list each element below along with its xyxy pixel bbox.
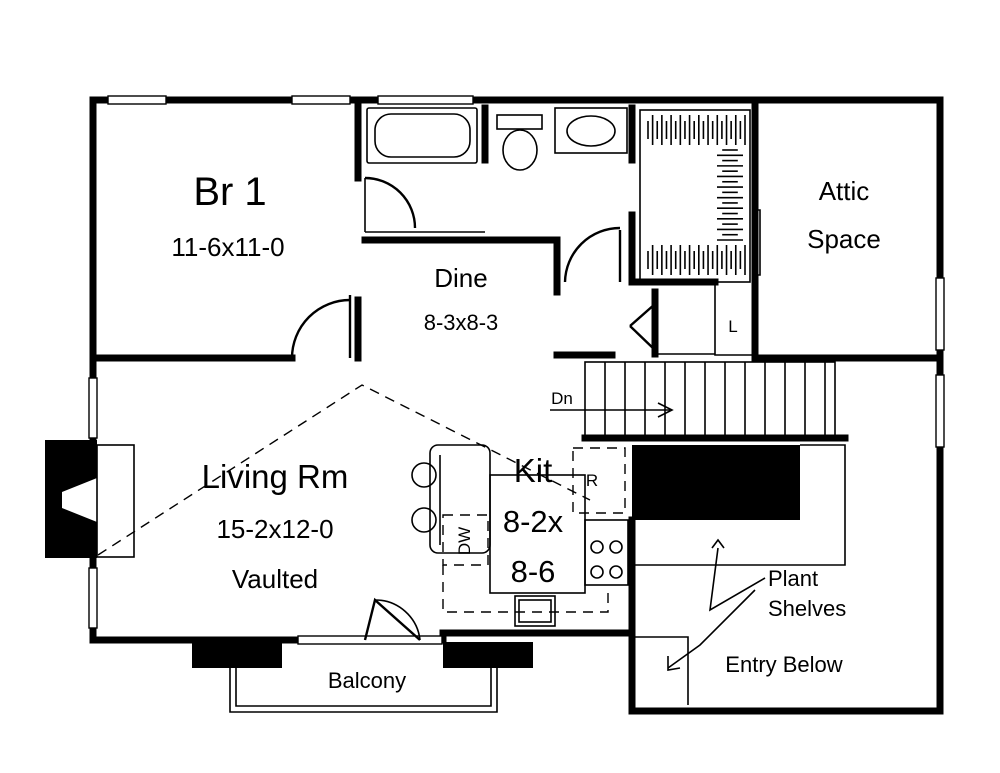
bar-stool: [411, 462, 437, 488]
vault-lines: [97, 384, 591, 556]
stairs: [550, 361, 836, 439]
plant-shelves-label-2: Shelves: [768, 596, 846, 621]
sink: [566, 115, 616, 147]
thin-partitions: [364, 178, 761, 356]
windows: [88, 95, 945, 645]
living-note: Vaulted: [232, 564, 318, 594]
refrigerator-label: R: [586, 471, 598, 490]
kit-size-2: 8-6: [511, 554, 556, 589]
fireplace: [45, 440, 135, 558]
plant-shelves: [632, 444, 846, 705]
range: [584, 519, 629, 586]
kit-size-1: 8-2x: [503, 504, 564, 539]
balcony: [192, 642, 533, 713]
attic-label-2: Space: [807, 224, 881, 254]
sink-counter: [554, 107, 628, 154]
refrigerator: [572, 447, 626, 514]
plant-shelves-label-1: Plant: [768, 566, 818, 591]
living-name: Living Rm: [202, 458, 349, 495]
dine-name: Dine: [434, 263, 487, 293]
attic-label-1: Attic: [819, 176, 870, 206]
linen-label: L: [728, 317, 737, 336]
dine-size: 8-3x8-3: [424, 310, 499, 335]
balcony-label: Balcony: [328, 668, 406, 693]
kit-name: Kit: [514, 452, 553, 489]
kitchen-sink: [514, 595, 556, 627]
entry-below-label: Entry Below: [725, 652, 842, 677]
closet: [639, 109, 751, 283]
dishwasher-label: DW: [455, 527, 474, 555]
bathroom-fixtures: [366, 107, 628, 171]
br1-name: Br 1: [193, 170, 266, 214]
bar-stool: [411, 507, 437, 533]
kitchen: [411, 444, 800, 627]
interior-walls: [89, 96, 944, 715]
bathtub: [366, 107, 478, 164]
stair-dn-label: Dn: [551, 389, 573, 408]
living-size: 15-2x12-0: [216, 514, 333, 544]
doors: [290, 176, 656, 641]
toilet-tank: [496, 114, 543, 130]
toilet-bowl: [502, 129, 538, 171]
br1-size: 11-6x11-0: [171, 232, 284, 262]
